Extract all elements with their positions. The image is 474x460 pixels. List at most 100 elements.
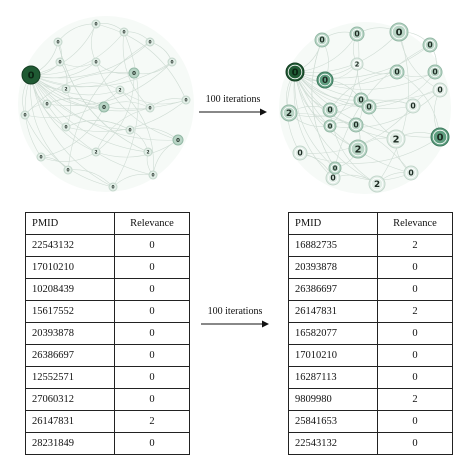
node-label: 0	[396, 27, 403, 38]
node-label: 0	[328, 122, 333, 130]
graph-edge	[368, 71, 436, 108]
node-inner-ring	[352, 59, 362, 69]
graph-edge	[30, 74, 149, 153]
pmid-cell: 20393878	[288, 256, 378, 279]
graph-node: 0	[148, 170, 158, 180]
node-label: 0	[330, 174, 335, 183]
relevance-cell: 0	[114, 256, 190, 279]
node-inner-ring	[407, 100, 419, 112]
node-label: 0	[333, 164, 338, 172]
pmid-cell: 10208439	[25, 278, 115, 301]
arrow-right-icon	[199, 108, 267, 116]
pmid-cell: 16582077	[288, 322, 378, 345]
node-circle	[119, 27, 129, 37]
node-circle	[128, 67, 140, 79]
graph-edge	[95, 107, 151, 153]
graph-edge	[30, 74, 97, 153]
relevance-cell: 2	[377, 300, 453, 323]
graph-node: 0	[361, 99, 377, 115]
node-label: 0	[102, 105, 106, 111]
graph-node: 0	[91, 19, 101, 29]
graph-node: 2	[143, 147, 153, 157]
pmid-cell: 17010210	[288, 344, 378, 367]
node-circle	[350, 57, 364, 71]
node-circle	[145, 37, 155, 47]
node-inner-ring	[391, 24, 407, 40]
graph-edge	[30, 41, 151, 79]
graph-edge	[30, 74, 154, 176]
node-label: 2	[355, 60, 360, 68]
pmid-cell: 25841653	[288, 410, 378, 433]
graph-node: 0	[42, 99, 52, 109]
pmid-cell: 28231849	[25, 432, 115, 455]
node-inner-ring	[432, 129, 448, 145]
node-label: 0	[148, 106, 151, 112]
relevance-cell: 0	[377, 256, 453, 279]
node-label: 2	[393, 134, 400, 145]
relevance-cell: 0	[114, 234, 190, 257]
graph-node: 2	[61, 84, 71, 94]
graph-node: 0	[405, 98, 421, 114]
node-label: 0	[94, 60, 97, 66]
relevance-cell: 0	[114, 366, 190, 389]
node-label: 0	[437, 86, 442, 95]
node-label: 0	[327, 106, 332, 115]
node-label: 2	[146, 150, 149, 156]
node-circle	[115, 85, 125, 95]
node-circle	[98, 101, 110, 113]
node-circle	[63, 165, 73, 175]
graph-edge	[24, 89, 121, 118]
graph-node: 0	[389, 22, 409, 42]
graph-edge	[30, 61, 173, 87]
relevance-cell: 0	[114, 300, 190, 323]
node-label: 0	[297, 149, 302, 158]
node-label: 0	[122, 30, 125, 36]
node-label: 0	[427, 41, 432, 50]
node-label: 0	[23, 113, 26, 119]
graph-node: 2	[386, 129, 406, 149]
node-circle	[430, 127, 450, 147]
node-label: 2	[64, 87, 67, 93]
node-label: 0	[353, 121, 358, 130]
graph-node: 0	[36, 152, 46, 162]
node-inner-ring	[355, 94, 367, 106]
node-circle	[53, 37, 63, 47]
node-label: 0	[170, 60, 173, 66]
graph-node: 0	[316, 71, 334, 89]
pmid-cell: 9809980	[288, 388, 378, 411]
node-inner-ring	[429, 66, 441, 78]
node-label: 0	[58, 60, 61, 66]
pmid-cell: 20393878	[25, 322, 115, 345]
node-circle	[91, 19, 101, 29]
graph-node: 0	[128, 67, 140, 79]
graph-node: 2	[350, 57, 364, 71]
graph-edge	[24, 114, 114, 188]
graph-edge	[294, 71, 412, 174]
relevance-cell: 0	[114, 278, 190, 301]
graph-edge	[329, 89, 441, 128]
pmid-cell: 12552571	[25, 366, 115, 389]
relevance-cell: 2	[114, 410, 190, 433]
node-inner-ring	[351, 28, 363, 40]
graph-node: 2	[115, 85, 125, 95]
relevance-cell: 0	[377, 278, 453, 301]
column-header-pmid: PMID	[288, 212, 378, 235]
graph-node: 0	[172, 134, 184, 146]
node-label: 0	[322, 76, 328, 86]
hub-node: 0	[21, 65, 41, 85]
node-label: 0	[354, 30, 359, 39]
node-circle	[167, 57, 177, 67]
node-circle	[285, 62, 305, 82]
node-circle	[108, 182, 118, 192]
graph-edge	[30, 74, 131, 131]
node-circle	[143, 147, 153, 157]
graph-edge	[329, 109, 378, 185]
column-header-pmid: PMID	[25, 212, 115, 235]
node-circle	[323, 119, 337, 133]
